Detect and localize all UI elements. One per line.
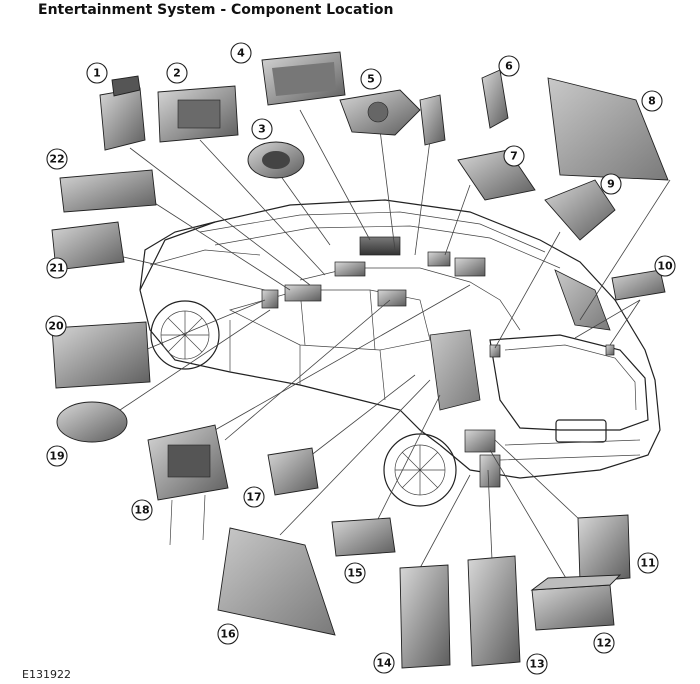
component-4-instrument-cluster [261, 51, 346, 106]
callout-2: 2 [166, 62, 188, 84]
component-21-interface-module [51, 221, 125, 271]
callout-8: 8 [641, 90, 663, 112]
component-5-steering-switch [339, 89, 446, 146]
callout-16: 16 [217, 623, 239, 645]
component-2-display-unit [157, 85, 239, 143]
callout-17: 17 [243, 486, 265, 508]
component-11-control-module [577, 514, 631, 583]
svg-text:21: 21 [49, 262, 64, 275]
svg-text:16: 16 [220, 628, 236, 641]
callout-7: 7 [503, 145, 525, 167]
component-14-module [399, 564, 451, 669]
callout-15: 15 [344, 562, 366, 584]
svg-text:20: 20 [48, 320, 64, 333]
svg-text:5: 5 [367, 73, 375, 86]
svg-text:7: 7 [510, 150, 518, 163]
callout-11: 11 [637, 552, 659, 574]
component-9-module [544, 179, 616, 241]
svg-text:8: 8 [648, 95, 656, 108]
component-10-antenna-amplifier [611, 269, 666, 301]
component-19-headphones [56, 401, 128, 443]
component-12-cd-changer [530, 574, 622, 631]
callout-4: 4 [230, 42, 252, 64]
component-1-radio-unit [99, 75, 146, 151]
callout-22: 22 [46, 148, 68, 170]
component-8-rear-window-antenna [547, 77, 669, 181]
callout-3: 3 [251, 118, 273, 140]
component-20-fuse-box [51, 321, 151, 389]
component-3-speaker [247, 141, 305, 179]
component-16-side-window-antenna [217, 527, 336, 636]
svg-text:1: 1 [93, 67, 101, 80]
callout-12: 12 [593, 632, 615, 654]
callout-21: 21 [46, 257, 68, 279]
callout-9: 9 [600, 173, 622, 195]
component-17-switch-pack [267, 447, 319, 496]
svg-text:2: 2 [173, 67, 181, 80]
svg-text:18: 18 [134, 504, 149, 517]
vehicle-outline [139, 199, 661, 507]
callout-5: 5 [360, 68, 382, 90]
svg-text:6: 6 [505, 60, 513, 73]
svg-text:14: 14 [376, 657, 392, 670]
figure-reference-code: E131922 [22, 668, 71, 681]
svg-text:13: 13 [529, 658, 544, 671]
leader-lines [114, 109, 671, 586]
svg-text:10: 10 [657, 260, 673, 273]
component-18-headrest-screen [147, 424, 229, 546]
callout-14: 14 [373, 652, 395, 674]
callout-20: 20 [45, 315, 67, 337]
svg-text:12: 12 [596, 637, 611, 650]
callout-1: 1 [86, 62, 108, 84]
component-22-navigation-unit [59, 169, 157, 213]
svg-text:9: 9 [607, 178, 615, 191]
svg-text:22: 22 [49, 153, 64, 166]
svg-text:11: 11 [640, 557, 655, 570]
svg-text:15: 15 [347, 567, 362, 580]
diagram-title: Entertainment System - Component Locatio… [38, 2, 394, 18]
svg-text:3: 3 [258, 123, 266, 136]
component-15-tuner [331, 517, 396, 557]
callout-18: 18 [131, 499, 153, 521]
svg-text:17: 17 [246, 491, 261, 504]
callout-10: 10 [654, 255, 676, 277]
callout-13: 13 [526, 653, 548, 675]
callout-6: 6 [498, 55, 520, 77]
component-6-steering-wheel-switch [481, 69, 509, 129]
component-13-amplifier [467, 555, 521, 667]
callout-19: 19 [46, 445, 68, 467]
svg-text:19: 19 [49, 450, 64, 463]
svg-text:4: 4 [237, 47, 245, 60]
